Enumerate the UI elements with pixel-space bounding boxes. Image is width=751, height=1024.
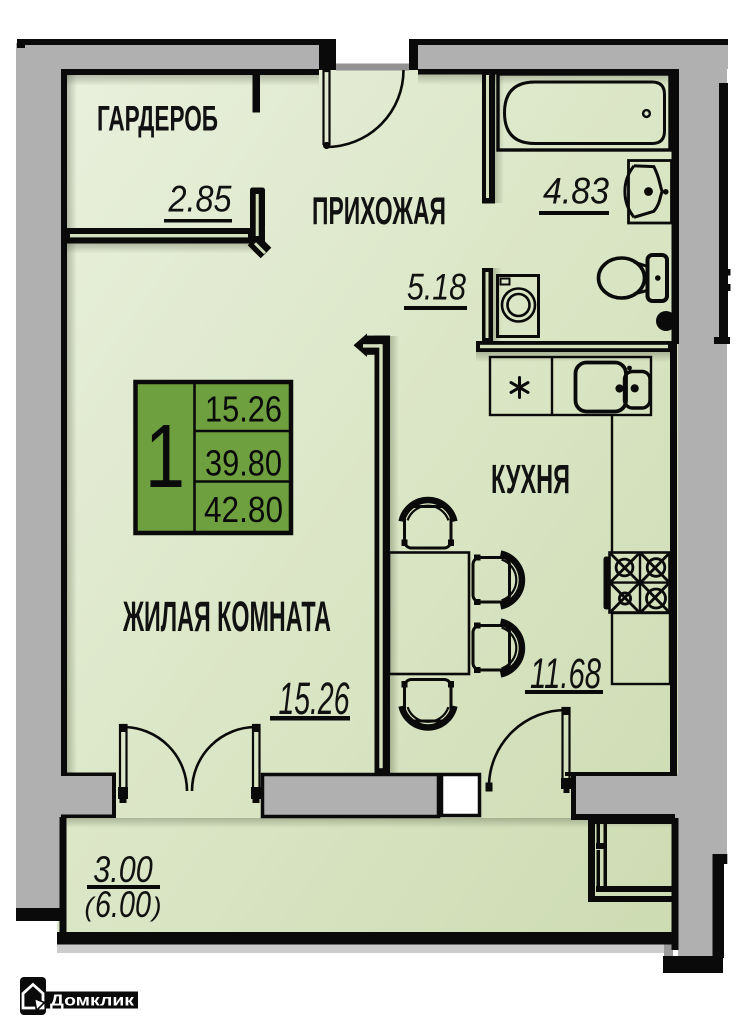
svg-text:15.26: 15.26 — [205, 389, 282, 430]
svg-text:1: 1 — [145, 407, 185, 507]
svg-text:3.00: 3.00 — [93, 849, 153, 890]
svg-text:КУХНЯ: КУХНЯ — [491, 456, 570, 502]
svg-text:6.00: 6.00 — [95, 884, 151, 925]
svg-text:): ) — [150, 892, 162, 922]
svg-text:42.80: 42.80 — [204, 489, 283, 530]
svg-text:4.83: 4.83 — [543, 171, 609, 212]
svg-text:Домклик: Домклик — [50, 993, 134, 1010]
svg-text:5.18: 5.18 — [407, 267, 466, 308]
svg-text:ПРИХОЖАЯ: ПРИХОЖАЯ — [312, 190, 446, 233]
svg-text:ГАРДЕРОБ: ГАРДЕРОБ — [97, 100, 218, 139]
svg-text:2.85: 2.85 — [168, 179, 232, 220]
svg-text:15.26: 15.26 — [279, 673, 350, 724]
svg-text:ЖИЛАЯ КОМНАТА: ЖИЛАЯ КОМНАТА — [122, 594, 331, 641]
svg-text:39.80: 39.80 — [205, 443, 282, 484]
